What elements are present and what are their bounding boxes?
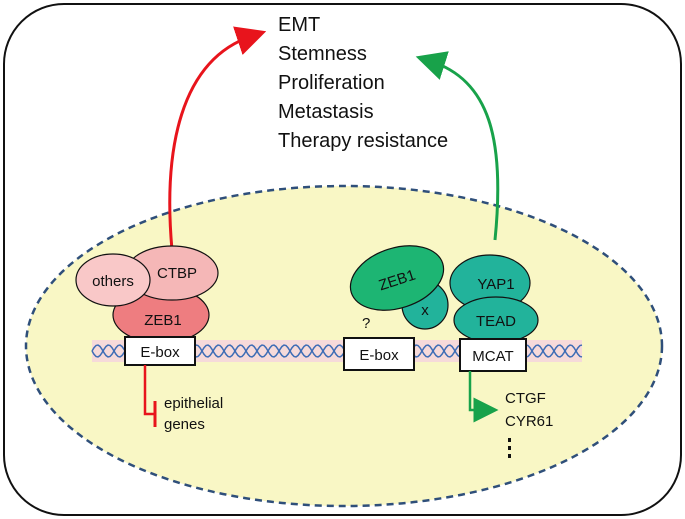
zeb1-left-label: ZEB1 — [144, 312, 182, 329]
activation-arrow-icon-green — [415, 51, 500, 241]
genes-label: genes — [164, 416, 205, 433]
ebox-left-label: E-box — [140, 344, 180, 361]
outcome-proliferation: Proliferation — [278, 72, 385, 94]
epithelial-label: epithelial — [164, 395, 223, 412]
x-label: x — [421, 302, 429, 319]
ebox-right-box — [343, 337, 415, 371]
outcome-therapy-resistance: Therapy resistance — [278, 130, 448, 152]
cyr61-label: CYR61 — [505, 413, 553, 430]
target-activation-arrow-icon — [468, 371, 499, 423]
others-shape — [75, 253, 151, 307]
zeb1-right-shape — [349, 245, 445, 311]
ebox-left-box — [124, 336, 196, 366]
outcome-metastasis: Metastasis — [278, 101, 374, 123]
tead-label: TEAD — [476, 313, 516, 330]
yap1-label: YAP1 — [477, 276, 514, 293]
ctbp-label: CTBP — [157, 265, 197, 282]
activation-arrow-icon-red — [168, 26, 267, 251]
outcome-stemness: Stemness — [278, 43, 367, 65]
ctgf-label: CTGF — [505, 390, 546, 407]
ebox-right-label: E-box — [359, 347, 399, 364]
right-complex: ZEB1 x YAP1 TEAD — [349, 245, 539, 344]
more-targets-ellipsis — [508, 438, 511, 458]
question-mark: ? — [362, 315, 370, 332]
mcat-label: MCAT — [472, 348, 513, 365]
outcomes-list: EMT Stemness Proliferation Metastasis Th… — [278, 14, 448, 152]
outcome-emt: EMT — [278, 14, 320, 36]
inhibition-bar-icon — [143, 365, 157, 427]
mcat-box — [459, 338, 527, 372]
others-label: others — [92, 273, 134, 290]
